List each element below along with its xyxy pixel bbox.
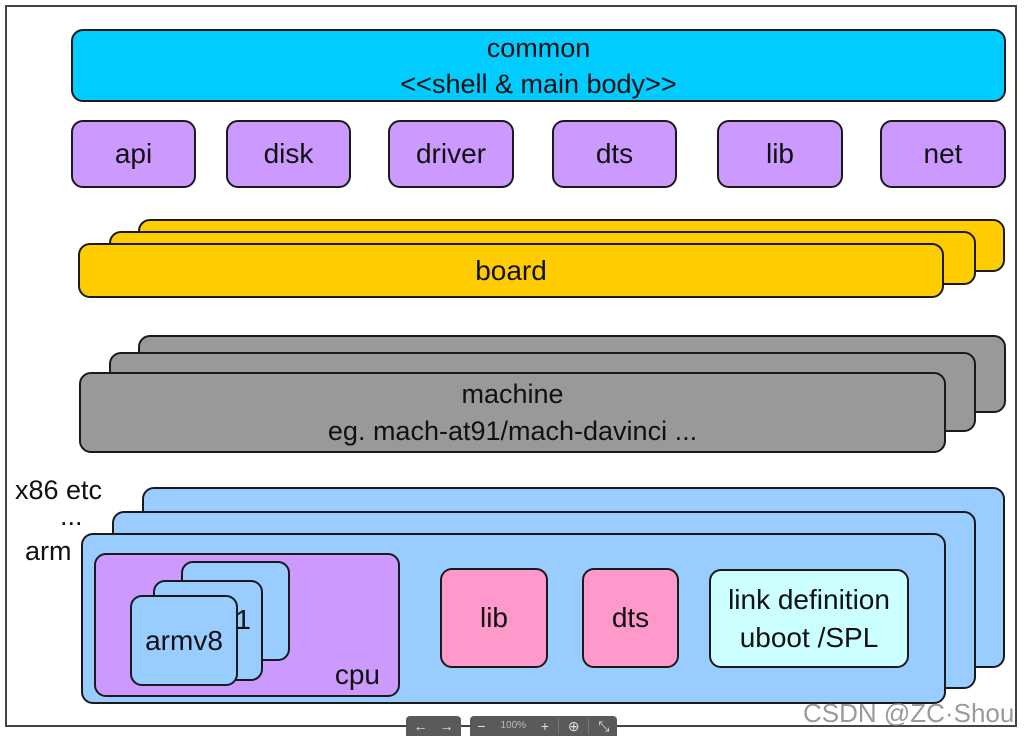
common-title: common (486, 32, 591, 63)
cpu-label: cpu (334, 659, 380, 690)
module-api: api (71, 120, 196, 188)
arch-dts-label: dts (611, 602, 650, 633)
machine-layer-front: machine eg. mach-at91/mach-davinci ... (79, 372, 946, 453)
viewer-nav-group: ← → (406, 716, 461, 736)
arch-label-x86: x86 etc (15, 475, 103, 505)
module-label: driver (415, 138, 486, 169)
toolbar-divider (557, 718, 559, 734)
module-lib: lib (717, 120, 843, 188)
common-layer: common <<shell & main body>> (71, 29, 1006, 102)
module-dts: dts (552, 120, 677, 188)
cpu-core-front: armv8 (130, 595, 238, 686)
download-icon[interactable]: ⊕ (567, 718, 580, 734)
cpu-core-partial-label: 1 (235, 604, 251, 635)
link-definition-box: link definition uboot /SPL (709, 569, 909, 668)
link-line1: link definition (728, 583, 890, 615)
zoom-level: 100% (500, 720, 527, 731)
module-disk: disk (226, 120, 351, 188)
next-arrow-icon[interactable]: → (439, 718, 454, 734)
fit-screen-icon[interactable]: ⤡ (598, 718, 610, 734)
module-label: lib (765, 138, 794, 169)
watermark: CSDN @ZC·Shou (803, 698, 1015, 728)
arch-lib-box: lib (440, 568, 548, 668)
arch-lib-label: lib (479, 602, 508, 633)
module-label: net (923, 138, 963, 169)
common-subtitle: <<shell & main body>> (400, 68, 677, 99)
module-driver: driver (388, 120, 514, 188)
machine-subtitle: eg. mach-at91/mach-davinci ... (327, 415, 698, 446)
toolbar-divider (588, 718, 590, 734)
module-label: dts (595, 138, 634, 169)
link-line2: uboot /SPL (739, 621, 879, 653)
zoom-in-button[interactable]: + (540, 718, 550, 734)
viewer-zoom-group: − 100% + ⊕ ⤡ (470, 716, 617, 736)
prev-arrow-icon[interactable]: ← (413, 718, 428, 734)
module-label: api (114, 138, 153, 169)
machine-title: machine (461, 378, 564, 409)
zoom-out-button[interactable]: − (477, 718, 486, 734)
cpu-core-label: armv8 (145, 624, 223, 656)
arch-label-ellipsis: ... (60, 501, 83, 531)
module-net: net (880, 120, 1006, 188)
arch-label-arm: arm (25, 536, 72, 566)
arch-dts-box: dts (582, 568, 679, 668)
board-label: board (475, 254, 547, 286)
module-label: disk (263, 138, 314, 169)
board-layer-front: board (78, 243, 944, 298)
